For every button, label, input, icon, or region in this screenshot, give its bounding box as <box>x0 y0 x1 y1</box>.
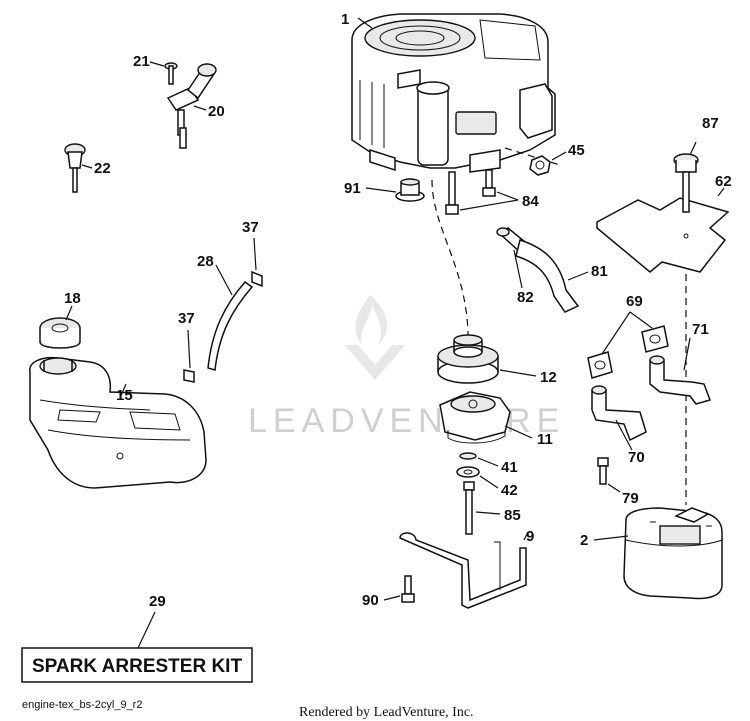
fuel-line-28-drawing <box>183 270 263 383</box>
callout-69: 69 <box>626 293 643 310</box>
watermark-logo-icon <box>345 295 405 380</box>
callout-22: 22 <box>94 160 111 177</box>
callout-45: 45 <box>568 142 585 159</box>
bolt-85-drawing <box>463 481 475 535</box>
bushing-91-drawing <box>395 178 425 202</box>
bracket-9-drawing <box>399 532 527 609</box>
washer-41-drawing <box>459 452 477 460</box>
fuel-cap-18-drawing <box>39 317 81 349</box>
callout-37-bottom: 37 <box>178 310 195 327</box>
fuel-tank-15-drawing <box>29 356 207 489</box>
assembly-line-engine-exhaust <box>504 147 561 166</box>
callout-21: 21 <box>133 53 150 70</box>
callout-82: 82 <box>517 289 534 306</box>
callout-29: 29 <box>149 593 166 610</box>
callout-42: 42 <box>501 482 518 499</box>
bolt-90-drawing <box>401 575 415 603</box>
callout-71: 71 <box>692 321 709 338</box>
callout-9: 9 <box>526 528 534 545</box>
callout-37-top: 37 <box>242 219 259 236</box>
elbow-82-drawing <box>496 227 580 313</box>
knob-87-drawing <box>673 153 699 213</box>
gaskets-69-drawing <box>587 325 669 379</box>
callout-90: 90 <box>362 592 379 609</box>
callout-62: 62 <box>715 173 732 190</box>
screw-21-drawing <box>164 62 178 85</box>
callout-12: 12 <box>540 369 557 386</box>
spark-arrester-kit-label: SPARK ARRESTER KIT <box>32 656 242 677</box>
callout-91: 91 <box>344 180 361 197</box>
callout-70: 70 <box>628 449 645 466</box>
throttle-control-20-drawing <box>166 63 217 149</box>
callout-1: 1 <box>341 11 349 28</box>
pto-clutch-11-drawing <box>439 391 511 444</box>
callout-81: 81 <box>591 263 608 280</box>
heat-shield-62-drawing <box>596 197 730 273</box>
diagram-code: engine-tex_bs-2cyl_9_r2 <box>22 699 142 711</box>
callout-85: 85 <box>504 507 521 524</box>
washer-42-drawing <box>456 466 480 478</box>
callout-18: 18 <box>64 290 81 307</box>
callout-84: 84 <box>522 193 539 210</box>
nut-45-drawing <box>529 155 551 176</box>
callout-41: 41 <box>501 459 518 476</box>
bolts-84-drawing <box>445 169 496 215</box>
callout-20: 20 <box>208 103 225 120</box>
callout-2: 2 <box>580 532 588 549</box>
bolt-79-drawing <box>597 457 609 485</box>
muffler-2-drawing <box>623 507 723 600</box>
callout-87: 87 <box>702 115 719 132</box>
exhaust-pipe-70-drawing <box>591 385 647 442</box>
pulley-12-drawing <box>437 334 499 384</box>
engine-drawing <box>351 13 556 173</box>
callout-28: 28 <box>197 253 214 270</box>
callout-15: 15 <box>116 387 133 404</box>
exhaust-pipe-71-drawing <box>649 355 711 405</box>
spark-arrester-kit-box <box>21 647 253 683</box>
assembly-line-crankshaft <box>431 179 469 346</box>
callout-79: 79 <box>622 490 639 507</box>
callout-11: 11 <box>537 431 553 448</box>
render-credit: Rendered by LeadVenture, Inc. <box>299 705 474 720</box>
watermark-text: LEADVENTURE <box>248 402 565 440</box>
choke-knob-22-drawing <box>64 143 86 193</box>
